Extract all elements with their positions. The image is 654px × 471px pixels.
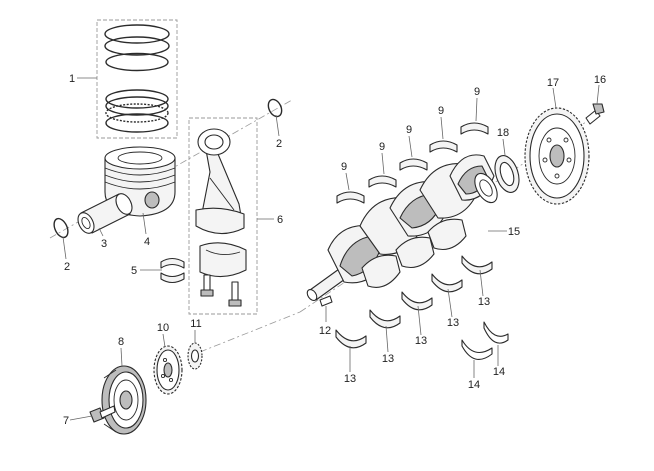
callout-14-1: 14	[468, 379, 480, 391]
callout-13-3: 13	[415, 335, 427, 347]
callout-11: 11	[190, 318, 201, 330]
callout-9-5: 9	[474, 86, 480, 98]
callout-13-5: 13	[478, 296, 490, 308]
rear-oil-seal	[494, 155, 520, 193]
callout-7: 7	[63, 415, 69, 427]
thrust-washer-left	[461, 339, 493, 360]
connecting-rod-bearing	[160, 257, 185, 284]
callout-3: 3	[101, 238, 107, 250]
piston-ring-set	[104, 24, 170, 133]
callout-2-left: 2	[64, 261, 70, 273]
callout-17: 17	[547, 77, 559, 89]
main-bearing-upper-1	[336, 191, 365, 204]
flywheel-bolt	[585, 103, 605, 125]
callout-10: 10	[157, 322, 169, 334]
main-bearing-upper-5	[460, 122, 489, 135]
crankshaft-sprocket	[187, 342, 203, 370]
callout-8: 8	[118, 336, 124, 348]
main-bearing-lower-4	[431, 273, 463, 293]
callout-9-1: 9	[341, 161, 347, 173]
callout-16: 16	[594, 74, 606, 86]
timing-gear	[153, 345, 183, 395]
snap-ring-right	[267, 98, 283, 118]
connecting-rod	[195, 128, 247, 307]
callout-5: 5	[131, 265, 137, 277]
callout-6: 6	[277, 214, 283, 226]
callout-12: 12	[319, 325, 331, 337]
main-bearing-lower-1	[335, 329, 367, 349]
callout-18: 18	[497, 127, 509, 139]
piston-pin	[77, 193, 133, 234]
snap-ring-left	[53, 217, 69, 239]
main-bearing-upper-3	[399, 158, 428, 171]
main-bearing-lower-2	[369, 309, 401, 329]
piston-ring-set-frame	[96, 19, 178, 139]
callout-13-1: 13	[344, 373, 356, 385]
main-bearing-lower-5	[461, 255, 493, 275]
connecting-rod-frame	[188, 117, 258, 315]
main-bearing-lower-3	[401, 291, 433, 311]
thrust-washer-right	[483, 321, 509, 344]
callout-15: 15	[508, 226, 520, 238]
crankshaft	[306, 154, 498, 301]
callout-14-2: 14	[493, 366, 505, 378]
callout-2-right: 2	[276, 138, 282, 150]
callout-4: 4	[144, 236, 150, 248]
pulley-bolt	[89, 405, 116, 423]
crankshaft-key	[319, 295, 333, 307]
crankshaft-pulley	[101, 365, 147, 435]
callout-labels: 1 2 2 3 4 5 6 7 8 9 9 9 9 9 9 10 11 12 1…	[63, 73, 606, 427]
callout-9-4: 9	[438, 105, 444, 117]
callout-13-4: 13	[447, 317, 459, 329]
main-bearing-upper-4	[429, 140, 458, 153]
callout-1: 1	[69, 73, 75, 85]
callout-13-2: 13	[382, 353, 394, 365]
main-bearing-upper-2	[368, 175, 397, 188]
callout-9-2: 9	[379, 141, 385, 153]
callout-9-3: 9	[406, 124, 412, 136]
flywheel	[524, 107, 590, 205]
leader-lines	[62, 77, 600, 421]
